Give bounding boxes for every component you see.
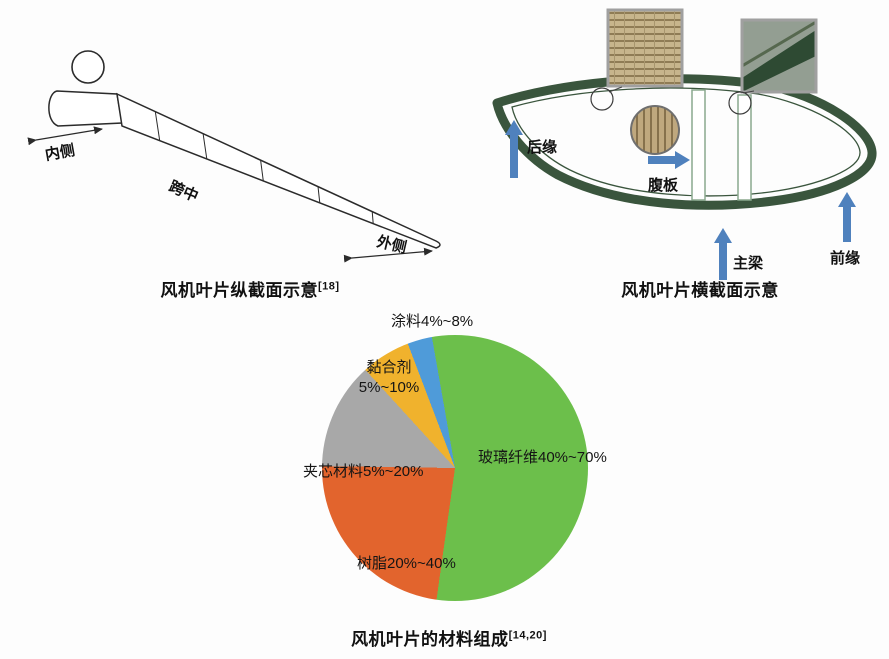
- blade-section-lines: [154, 111, 374, 224]
- material-photo-laminate: [740, 18, 818, 94]
- caption-longitudinal-text: 风机叶片纵截面示意: [160, 281, 318, 300]
- blade-outline: [116, 92, 441, 249]
- callout-circle-1: [590, 87, 614, 111]
- caption-cross-section-text: 风机叶片横截面示意: [621, 281, 779, 300]
- leading-edge-arrow: [838, 192, 856, 242]
- pie-label-adhesive: 黏合剂 5%~10%: [358, 359, 420, 397]
- core-zoom-inset: [630, 105, 680, 155]
- pie-label-resin: 树脂20%~40%: [357, 555, 456, 572]
- outer-side-arrow: [343, 247, 433, 263]
- main-spar-label: 主梁: [733, 254, 764, 272]
- caption-longitudinal-ref: [18]: [317, 280, 340, 293]
- main-spar-arrow: [714, 228, 732, 280]
- inner-side-label: 内侧: [44, 141, 77, 164]
- caption-longitudinal: 风机叶片纵截面示意[18]: [95, 276, 405, 301]
- blade-root: [48, 90, 123, 127]
- leading-edge-label: 前缘: [830, 249, 860, 267]
- material-photo-balsa: [606, 8, 684, 88]
- hub-circle: [71, 50, 105, 84]
- pie-label-core-material: 夹芯材料5%~20%: [303, 463, 424, 480]
- shear-web-1: [691, 89, 706, 201]
- callout-line-1: [608, 86, 623, 93]
- caption-pie-text: 风机叶片的材料组成: [351, 630, 509, 649]
- trailing-edge-label: 后缘: [527, 138, 557, 156]
- caption-cross-section: 风机叶片横截面示意: [565, 276, 835, 301]
- web-label: 腹板: [648, 176, 679, 194]
- midspan-label: 跨中: [166, 177, 201, 205]
- caption-pie: 风机叶片的材料组成[14,20]: [279, 625, 619, 650]
- pie-chart: [322, 335, 588, 601]
- web-arrow: [648, 151, 690, 169]
- callout-circle-2: [728, 91, 752, 115]
- pie-label-coating: 涂料4%~8%: [391, 313, 474, 330]
- shear-web-2: [737, 94, 752, 201]
- airfoil-inner-skin: [511, 87, 861, 197]
- caption-pie-ref: [14,20]: [508, 629, 547, 642]
- longitudinal-section-diagram: 内侧 跨中 外侧: [27, 50, 441, 263]
- cross-section-diagram: 后缘 腹板 主梁 前缘: [492, 8, 877, 280]
- inner-side-arrow: [27, 126, 103, 146]
- trailing-edge-arrow: [505, 120, 523, 178]
- pie-label-glass-fiber: 玻璃纤维40%~70%: [478, 449, 607, 466]
